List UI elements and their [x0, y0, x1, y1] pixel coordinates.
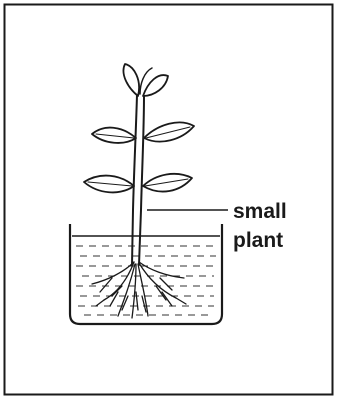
plant-stem [132, 95, 137, 265]
plant [84, 64, 194, 318]
plant-stem-back [139, 95, 144, 265]
top-leaf-right [143, 75, 168, 96]
mid-leaf-left [92, 128, 136, 143]
label-plant: plant [233, 229, 283, 252]
label-small: small [233, 200, 287, 223]
plant-roots [92, 262, 186, 318]
top-leaf-left [123, 64, 139, 96]
